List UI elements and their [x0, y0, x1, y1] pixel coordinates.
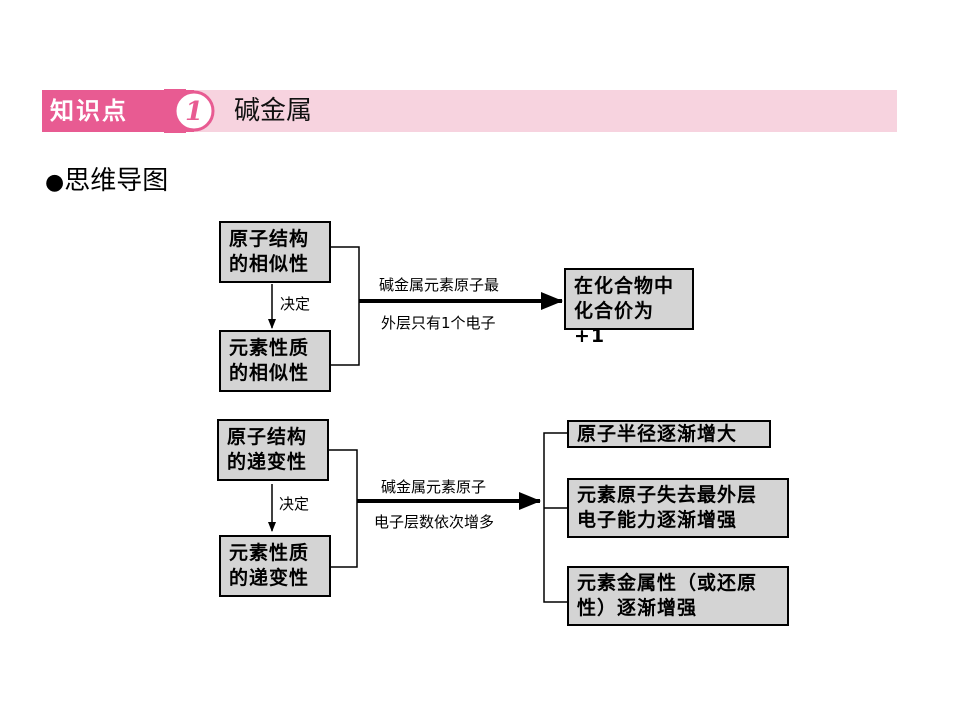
d1-arrow-label-top: 碱金属元素原子最: [379, 276, 500, 294]
d1-structure-box: 原子结构 的相似性: [219, 221, 331, 283]
d1-arrow-label-bottom: 外层只有1个电子: [381, 314, 496, 332]
banner-number: 1: [185, 97, 203, 127]
d2-bracket: [329, 449, 358, 568]
d2-arrow-label-top: 碱金属元素原子: [381, 478, 487, 496]
d1-result-box: 在化合物中 化合价为+1: [564, 268, 694, 347]
d2-arrow-label-bottom: 电子层数依次增多: [374, 513, 495, 531]
d1-bracket: [331, 246, 360, 366]
d2-structure-box: 原子结构 的递变性: [217, 419, 329, 481]
d2-result-electron-box: 元素原子失去最外层 电子能力逐渐增强: [567, 478, 789, 538]
d2-decide-label: 决定: [279, 495, 310, 513]
d1-decide-label: 决定: [280, 295, 311, 313]
d1-property-box: 元素性质 的相似性: [219, 330, 331, 392]
banner-number-badge: 1: [164, 89, 215, 133]
d2-property-box: 元素性质 的递变性: [219, 535, 331, 597]
section-title-text: 思维导图: [64, 166, 169, 196]
d2-result-radius-box: 原子半径逐渐增大: [567, 420, 771, 448]
bullet: ●: [45, 170, 65, 195]
banner-title: 碱金属: [234, 96, 313, 126]
d2-result-bracket: [543, 432, 567, 603]
d2-result-metallic-box: 元素金属性（或还原 性）逐渐增强: [567, 566, 789, 626]
section-title: ●思维导图: [45, 163, 168, 201]
